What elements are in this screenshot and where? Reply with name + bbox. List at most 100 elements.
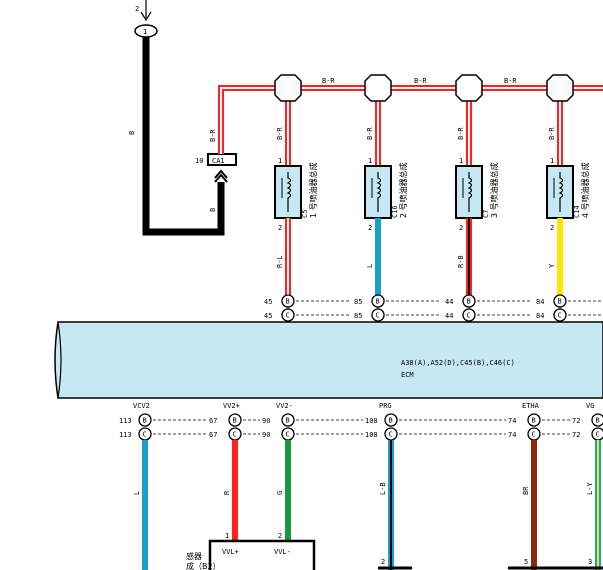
- injector-1-pin-c-letter: C: [286, 312, 290, 320]
- ecm-pin-4-b: B: [527, 413, 541, 427]
- ca1-label: CA1: [212, 157, 225, 165]
- top-feed: 2 1 B B: [128, 0, 228, 236]
- splice-octagon-4: [546, 74, 574, 102]
- ecm-pin-5-c-letter: C: [596, 431, 600, 439]
- injector-2-code: C16: [391, 205, 399, 218]
- wire-b-black: [142, 37, 225, 236]
- injector-3-name: 3 号喷油器总成: [489, 162, 499, 218]
- injector-3-pin-b-num: 44: [445, 298, 453, 306]
- ecm-name: ECM: [401, 371, 414, 379]
- ca1-chevron-icon-2: [214, 169, 228, 179]
- ecm-pin-1-b-letter: B: [233, 417, 237, 425]
- ecm-pin-2-b-letter: B: [286, 417, 290, 425]
- injector-3-code: C7: [482, 210, 490, 218]
- ecm-pin-1-end-pin: 1: [225, 532, 229, 540]
- injector-4-pin-b-num: 84: [536, 298, 544, 306]
- injector-3-pin1: 1: [459, 157, 463, 165]
- injector-2-top-wire-label: B-R: [366, 127, 374, 140]
- injector-2-pin-c: C: [371, 308, 385, 322]
- ecm-pin-3-b: B: [384, 413, 398, 427]
- ecm-pin-0-b: B: [138, 413, 152, 427]
- wire-label-b-left: B: [128, 131, 136, 135]
- injector-3-pin-c-num: 44: [445, 312, 453, 320]
- ca1-chevron-icon: [214, 173, 228, 183]
- ecm-pin-2-c: C: [281, 427, 295, 441]
- injector-3-pin-b-letter: B: [467, 298, 471, 306]
- ecm-pin-3-c: C: [384, 427, 398, 441]
- ecm-pin-name-4: ETHA: [522, 402, 540, 410]
- injector-4-code: C14: [573, 205, 581, 218]
- ecm-pin-3-b-num: 108: [365, 417, 378, 425]
- injector-1-top-wire-label: B-R: [276, 127, 284, 140]
- bus-label-1: B-R: [322, 77, 335, 85]
- injector-1-name: 1 号喷油器总成: [308, 162, 318, 218]
- ecm-pin-5-wire-label: L-Y: [586, 482, 594, 495]
- wire-label-b-ca1: B: [209, 208, 217, 212]
- ca1-pin: 10: [195, 157, 203, 165]
- ecm-pin-3-c-num: 108: [365, 431, 378, 439]
- ecm-pin-5-b-num: 72: [572, 417, 580, 425]
- ecm-pin-4-b-letter: B: [532, 417, 536, 425]
- vvl-sensor-box: VVL+ VVL- 感器 成（B2）: [186, 539, 316, 570]
- ecm-connectors-label: A38(A),A52(D),C45(B),C46(C): [401, 359, 515, 367]
- ecm-pin-0-c-num: 113: [119, 431, 132, 439]
- ecm-pin-1-c-num: 67: [209, 431, 217, 439]
- ecm-pin-2-c-letter: C: [286, 431, 290, 439]
- bus-label-2: B-R: [414, 77, 427, 85]
- injector-3-coil-icon: [467, 172, 473, 212]
- injector-4-name: 4 号喷油器总成: [580, 162, 590, 218]
- injector-1-pin-c: C: [281, 308, 295, 322]
- ecm-pin-1-c-letter: C: [233, 431, 237, 439]
- ecm-pin-5-c-num: 72: [572, 431, 580, 439]
- ecm-pin-0-c: C: [138, 427, 152, 441]
- ecm-pin-3-b-letter: B: [389, 417, 393, 425]
- top-feed-pin: 2: [135, 5, 139, 13]
- ecm-pin-2-c-num: 90: [262, 431, 270, 439]
- injector-3-pin-c-letter: C: [467, 312, 471, 320]
- vvl-side-text-2: 成（B2）: [186, 561, 221, 570]
- ecm-pin-2-b: B: [281, 413, 295, 427]
- injector-2-pin-b-num: 85: [354, 298, 362, 306]
- ecm-pin-0-wire-label: L: [133, 491, 141, 495]
- ecm-pin-0-b-letter: B: [143, 417, 147, 425]
- ecm-pin-4-b-num: 74: [508, 417, 516, 425]
- injector-2-pin-c-letter: C: [376, 312, 380, 320]
- ecm-pin-1-b-num: 67: [209, 417, 217, 425]
- ecm-pin-1-c: C: [228, 427, 242, 441]
- ecm-pin-vv2: VV2+ BC 67 67R 1: [209, 402, 260, 541]
- injector-1-pin-b-letter: B: [286, 298, 290, 306]
- injector-4-pin2: 2: [550, 224, 554, 232]
- injector-1-bottom-wire-label: R-L: [276, 255, 284, 268]
- ecm-pin-1-wire-label: R: [223, 490, 231, 495]
- injector-1-pin-c-num: 45: [264, 312, 272, 320]
- injector-2-pin2: 2: [368, 224, 372, 232]
- ecm-bottom-pins: VCV2BC113113LVV2+BC6767R1VV2-BC9090G2PRG…: [119, 402, 603, 570]
- ecm-pin-name-2: VV2-: [276, 402, 293, 410]
- ecm-pin-4-wire-label: BR: [522, 486, 530, 495]
- ecm-pin-3-c-letter: C: [389, 431, 393, 439]
- injector-3-pin-c: C: [462, 308, 476, 322]
- injector-4-pin1: 1: [550, 157, 554, 165]
- injector-1-pin1: 1: [278, 157, 282, 165]
- injector-1-pin-b: B: [281, 294, 295, 308]
- injector-4-top-wire-label: B-R: [548, 127, 556, 140]
- injector-3-pin-b: B: [462, 294, 476, 308]
- ecm-pin-4-c-letter: C: [532, 431, 536, 439]
- vvl-minus-label: VVL-: [274, 548, 291, 556]
- splice-octagon-1: [274, 74, 302, 102]
- ecm-pin-name-1: VV2+: [223, 402, 240, 410]
- ecm-pin-5-b: B: [591, 413, 603, 427]
- wire-label-br-ca1: B-R: [209, 129, 217, 142]
- ecm-pin-3-end-pin: 2: [381, 558, 385, 566]
- vvl-side-text: 感器: [186, 551, 202, 561]
- injector-1-pin2: 2: [278, 224, 282, 232]
- injector-2-bottom-wire-label: L: [366, 264, 374, 268]
- ecm-pin-5-c: C: [591, 427, 603, 441]
- injector-1-coil-icon: [286, 172, 292, 212]
- injector-2-pin-b: B: [371, 294, 385, 308]
